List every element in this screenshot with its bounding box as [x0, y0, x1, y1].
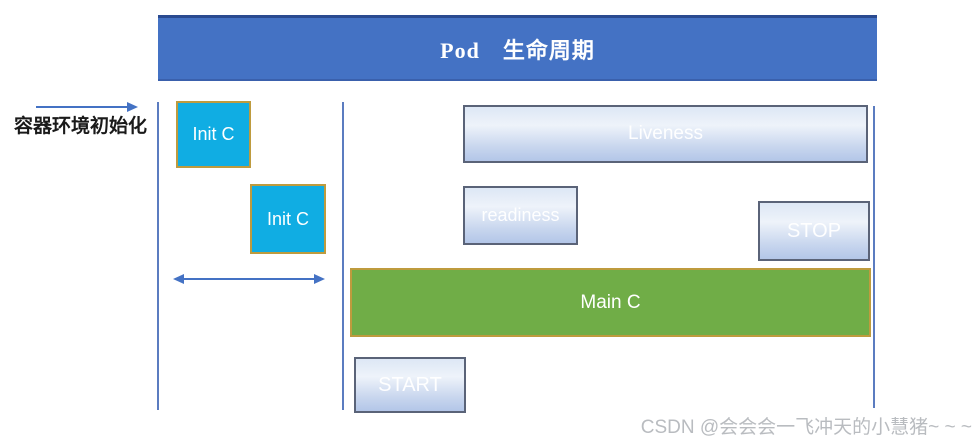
right-arrow-icon — [36, 100, 138, 118]
main-container-box: Main C — [350, 268, 871, 337]
readiness-probe-label: readiness — [481, 205, 560, 225]
start-label: START — [378, 373, 442, 396]
stop-box: STOP — [758, 201, 870, 261]
double-arrow-icon — [173, 272, 325, 290]
init-container-1-box: Init C — [176, 101, 251, 168]
container-env-init-label: 容器环境初始化 — [14, 116, 148, 137]
diagram-title: Pod 生命周期 — [440, 37, 595, 63]
stop-label: STOP — [786, 219, 842, 242]
init-container-2-label: Init C — [266, 208, 309, 229]
readiness-probe-box: readiness — [463, 186, 578, 245]
timeline-line-middle — [342, 102, 344, 410]
watermark: CSDN @会会会一飞冲天的小慧猪~ ~ ~ — [640, 417, 972, 438]
diagram-title-bar: Pod 生命周期 — [158, 15, 877, 81]
init-container-2-box: Init C — [250, 184, 326, 254]
timeline-line-right — [873, 106, 875, 408]
init-container-1-label: Init C — [192, 124, 235, 144]
liveness-probe-box: Liveness — [463, 105, 868, 163]
main-container-label: Main C — [580, 291, 641, 313]
start-box: START — [354, 357, 466, 413]
liveness-probe-label: Liveness — [628, 123, 703, 144]
timeline-line-left — [157, 102, 159, 410]
